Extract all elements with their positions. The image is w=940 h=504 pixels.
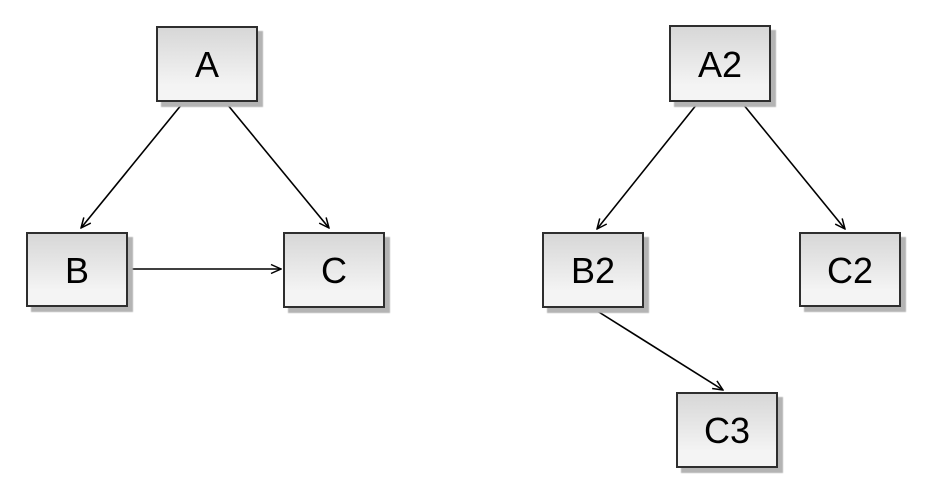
edge-A-C[interactable] bbox=[226, 103, 329, 228]
node-A2[interactable]: A2 bbox=[669, 25, 771, 102]
edge-A2-C2[interactable] bbox=[742, 103, 845, 229]
edge-A-B[interactable] bbox=[81, 103, 183, 228]
node-C3[interactable]: C3 bbox=[676, 392, 778, 468]
node-C-label: C bbox=[321, 250, 347, 291]
node-A2-label: A2 bbox=[697, 43, 743, 85]
node-C3-label: C3 bbox=[703, 410, 751, 451]
node-B2-label: B2 bbox=[570, 250, 616, 291]
node-A-label: A bbox=[194, 44, 219, 85]
node-B2[interactable]: B2 bbox=[542, 232, 644, 308]
node-C2[interactable]: C2 bbox=[799, 232, 901, 307]
edge-A2-B2[interactable] bbox=[597, 103, 698, 229]
node-A[interactable]: A bbox=[156, 26, 258, 102]
node-C2-label: C2 bbox=[826, 249, 874, 291]
node-B-label: B bbox=[64, 249, 89, 291]
node-B[interactable]: B bbox=[26, 232, 128, 307]
node-C[interactable]: C bbox=[283, 232, 385, 308]
edge-B2-C3[interactable] bbox=[593, 308, 723, 390]
